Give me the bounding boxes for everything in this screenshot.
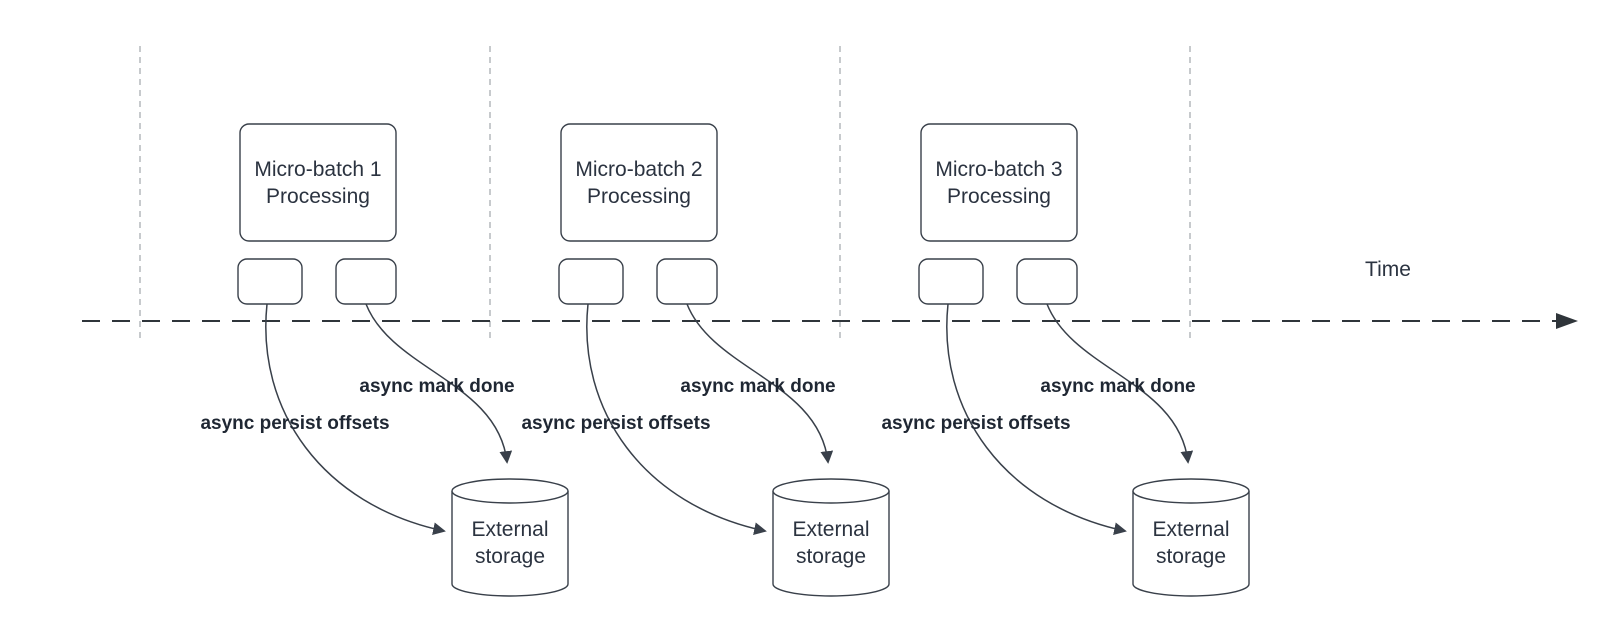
persist-offsets-arrow (265, 303, 446, 535)
processing-box-title-line1: Micro-batch 3 (935, 157, 1063, 181)
external-storage-line2: storage (795, 545, 867, 568)
processing-box (239, 123, 397, 242)
processing-box-title: Micro-batch 2 Processing (561, 124, 717, 241)
persist-task-box (558, 258, 624, 305)
mark-done-task-box (335, 258, 397, 305)
external-storage-line1: External (792, 518, 870, 541)
persist-offsets-arrow (586, 303, 767, 535)
micro-batch-group-3 (918, 123, 1250, 597)
time-axis (82, 313, 1578, 329)
processing-box-title-line1: Micro-batch 1 (254, 157, 382, 181)
processing-box-title-line2: Processing (587, 184, 691, 208)
mark-done-task-box (656, 258, 718, 305)
storage-cylinder-top (451, 478, 569, 504)
external-storage-line1: External (471, 518, 549, 541)
processing-box (560, 123, 718, 242)
storage-cylinder-top (772, 478, 890, 504)
micro-batch-group-1 (237, 123, 569, 597)
mark-done-label: async mark done (359, 376, 515, 397)
external-storage-label: External storage (452, 497, 568, 589)
persist-offsets-label: async persist offsets (521, 413, 711, 434)
external-storage-label: External storage (1133, 497, 1249, 589)
mark-done-label: async mark done (1040, 376, 1196, 397)
time-axis-label: Time (1365, 258, 1411, 281)
storage-cylinder-body (451, 491, 569, 597)
interval-guides (139, 46, 1191, 340)
persist-offsets-label: async persist offsets (200, 413, 390, 434)
mark-done-arrow (365, 303, 513, 464)
mark-done-arrow (1046, 303, 1194, 464)
processing-box-title: Micro-batch 3 Processing (921, 124, 1077, 241)
persist-offsets-label: async persist offsets (881, 413, 1071, 434)
external-storage-line2: storage (1155, 545, 1227, 568)
persist-offsets-arrow (946, 303, 1127, 535)
processing-box-title-line1: Micro-batch 2 (575, 157, 703, 181)
storage-cylinder-body (772, 491, 890, 597)
persist-task-box (237, 258, 303, 305)
processing-box-title-line2: Processing (266, 184, 370, 208)
micro-batch-group-2 (558, 123, 890, 597)
mark-done-arrow (686, 303, 834, 464)
external-storage-label: External storage (773, 497, 889, 589)
persist-task-box (918, 258, 984, 305)
mark-done-label: async mark done (680, 376, 836, 397)
external-storage-line1: External (1152, 518, 1230, 541)
time-axis-arrowhead-icon (1556, 313, 1578, 329)
storage-cylinder-top (1132, 478, 1250, 504)
external-storage-line2: storage (474, 545, 546, 568)
processing-box-title-line2: Processing (947, 184, 1051, 208)
processing-box (920, 123, 1078, 242)
processing-box-title: Micro-batch 1 Processing (240, 124, 396, 241)
mark-done-task-box (1016, 258, 1078, 305)
storage-cylinder-body (1132, 491, 1250, 597)
